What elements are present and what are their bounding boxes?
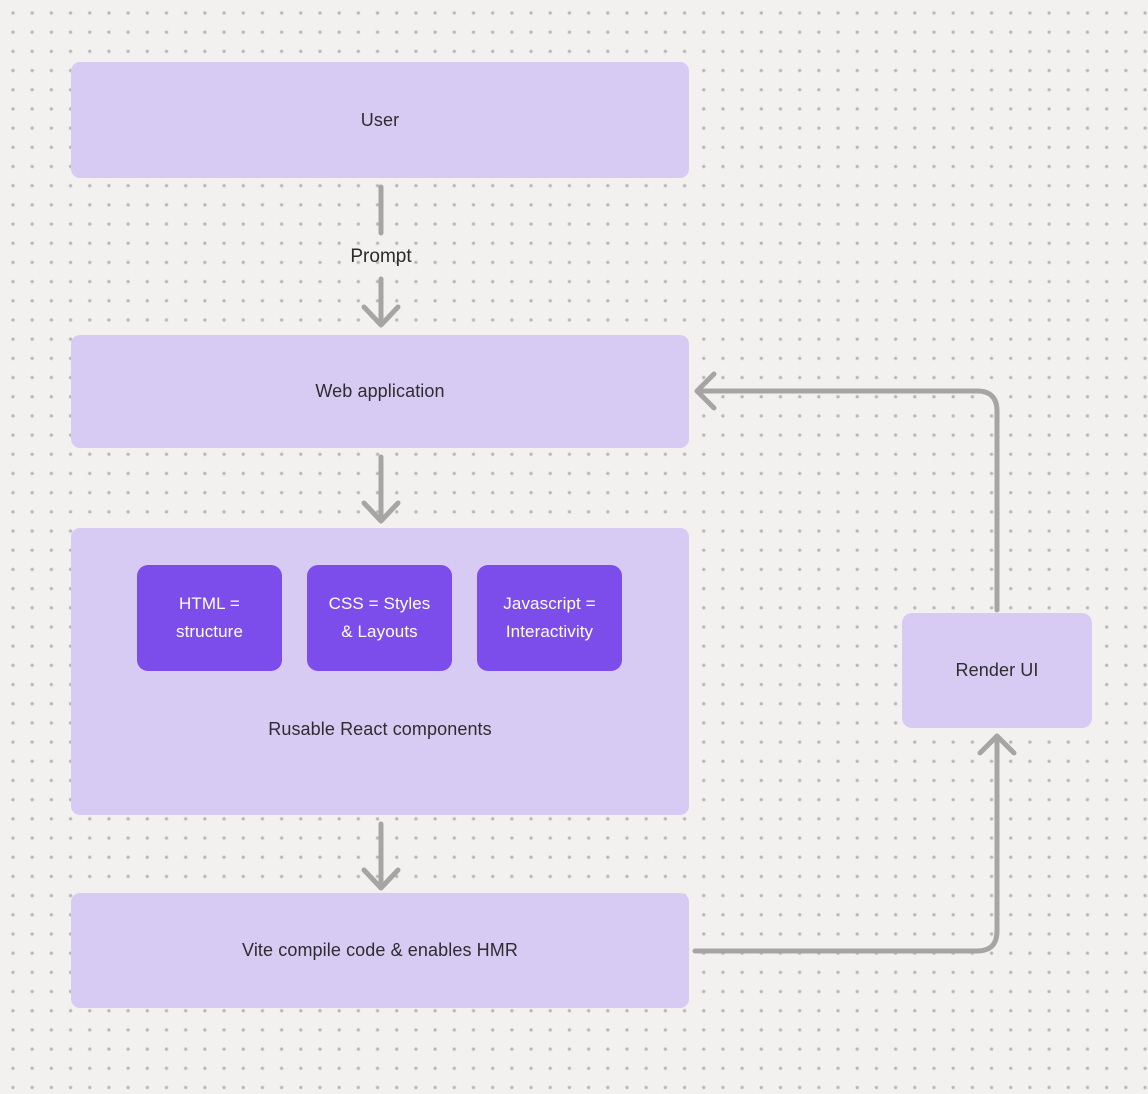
node-user-label: User <box>360 109 400 130</box>
edge-render-webapp-line <box>698 388 1000 613</box>
edge-prompt-webapp-head <box>361 304 401 328</box>
components-group-caption: Rusable React components <box>268 719 492 739</box>
edge-group-vite-head <box>361 867 401 891</box>
chip-html-line1: HTML = <box>179 594 240 613</box>
edge-webapp-group-head <box>361 500 401 524</box>
chip-css-line2: & Layouts <box>341 622 418 641</box>
chip-javascript-line1: Javascript = <box>503 594 596 613</box>
chip-html[interactable]: HTML = structure <box>137 565 282 671</box>
chip-css[interactable]: CSS = Styles & Layouts <box>307 565 452 671</box>
node-web-application[interactable]: Web application <box>71 335 689 448</box>
edge-render-webapp-head <box>694 371 717 411</box>
node-vite-label: Vite compile code & enables HMR <box>242 940 518 960</box>
chip-css-line1: CSS = Styles <box>328 594 431 613</box>
node-web-application-label: Web application <box>315 381 445 401</box>
node-render-ui-label: Render UI <box>955 660 1039 680</box>
chip-javascript[interactable]: Javascript = Interactivity <box>477 565 622 671</box>
components-chip-row: HTML = structure CSS = Styles & Layouts … <box>137 565 622 671</box>
edge-vite-render-line <box>692 739 1000 954</box>
node-vite[interactable]: Vite compile code & enables HMR <box>71 893 689 1008</box>
node-components-group[interactable]: HTML = structure CSS = Styles & Layouts … <box>71 528 689 815</box>
node-render-ui[interactable]: Render UI <box>902 613 1092 728</box>
chip-html-line2: structure <box>175 622 244 641</box>
edge-label-prompt: Prompt <box>350 246 412 267</box>
edge-vite-render-head <box>977 733 1017 756</box>
node-user[interactable]: User <box>71 62 689 178</box>
chip-javascript-line2: Interactivity <box>505 622 594 641</box>
